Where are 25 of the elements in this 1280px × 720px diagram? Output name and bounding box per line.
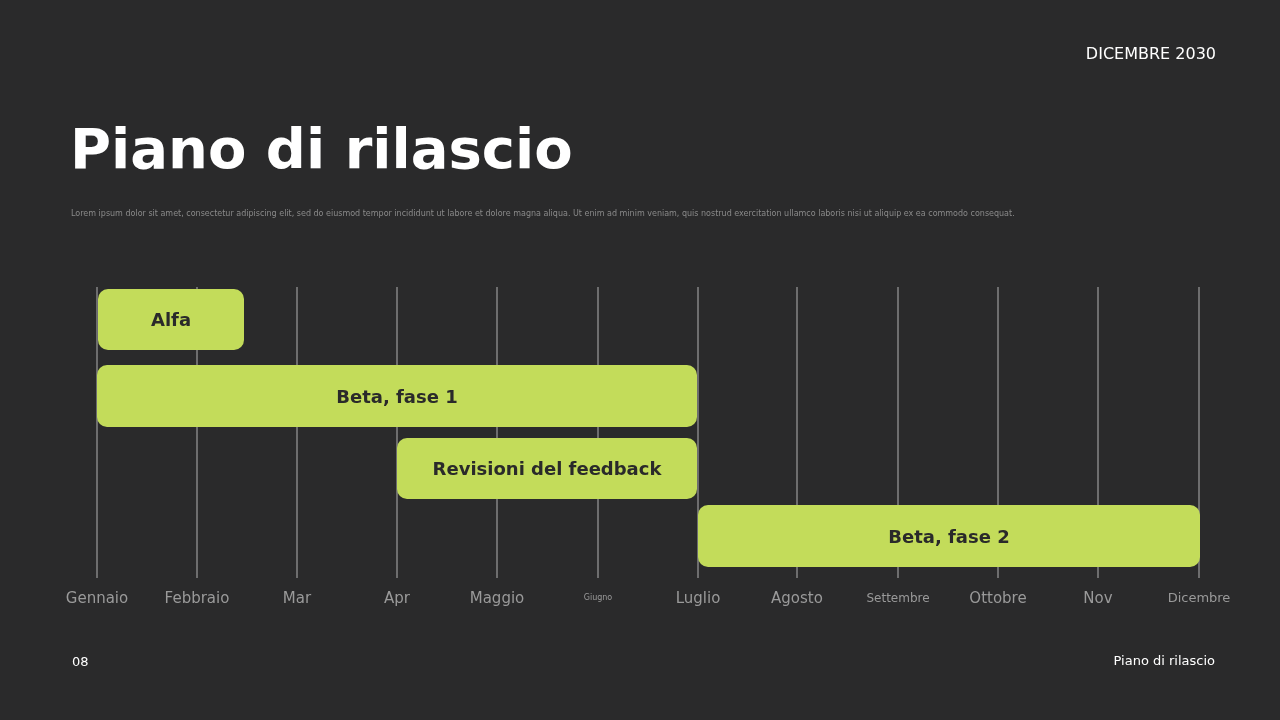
month-label: Apr [384, 589, 410, 607]
bar-label: Beta, fase 2 [888, 525, 1010, 547]
month-label: Settembre [866, 590, 930, 605]
bar-label: Beta, fase 1 [336, 385, 458, 407]
page-number: 08 [72, 654, 89, 669]
title: Piano di rilascio [70, 116, 573, 181]
month-label: Mar [282, 589, 312, 607]
timeline-bar [397, 438, 697, 499]
description-text: Lorem ipsum dolor sit amet, consectetur adipiscing elit, sed do eiusmod tempor incididunt ut labore et dolore magna aliqua. Ut enim ad minim veniam, quis nostrud exercitation ullamco laboris nisi ut aliquip ex ea commodo consequat. [71, 209, 1015, 218]
month-label: Ottobre [969, 589, 1027, 607]
bar-label: Alfa [150, 309, 192, 330]
month-label: Maggio [469, 589, 525, 607]
timeline-bar [698, 505, 1200, 567]
date-text: DICEMBRE 2030 [1085, 44, 1216, 63]
timeline-bar [97, 365, 697, 427]
timeline-bar [98, 289, 244, 350]
month-label: Luglio [675, 589, 721, 607]
footer-text: Piano di rilascio [1113, 653, 1215, 668]
month-label: Dicembre [1167, 590, 1231, 606]
bar-label: Revisioni del feedback [432, 458, 662, 479]
month-label: Gennaio [65, 589, 129, 607]
month-label: Nov [1083, 589, 1113, 607]
month-label: Febbraio [164, 589, 230, 607]
month-label: Giugno [583, 593, 613, 603]
month-label: Agosto [771, 589, 823, 607]
